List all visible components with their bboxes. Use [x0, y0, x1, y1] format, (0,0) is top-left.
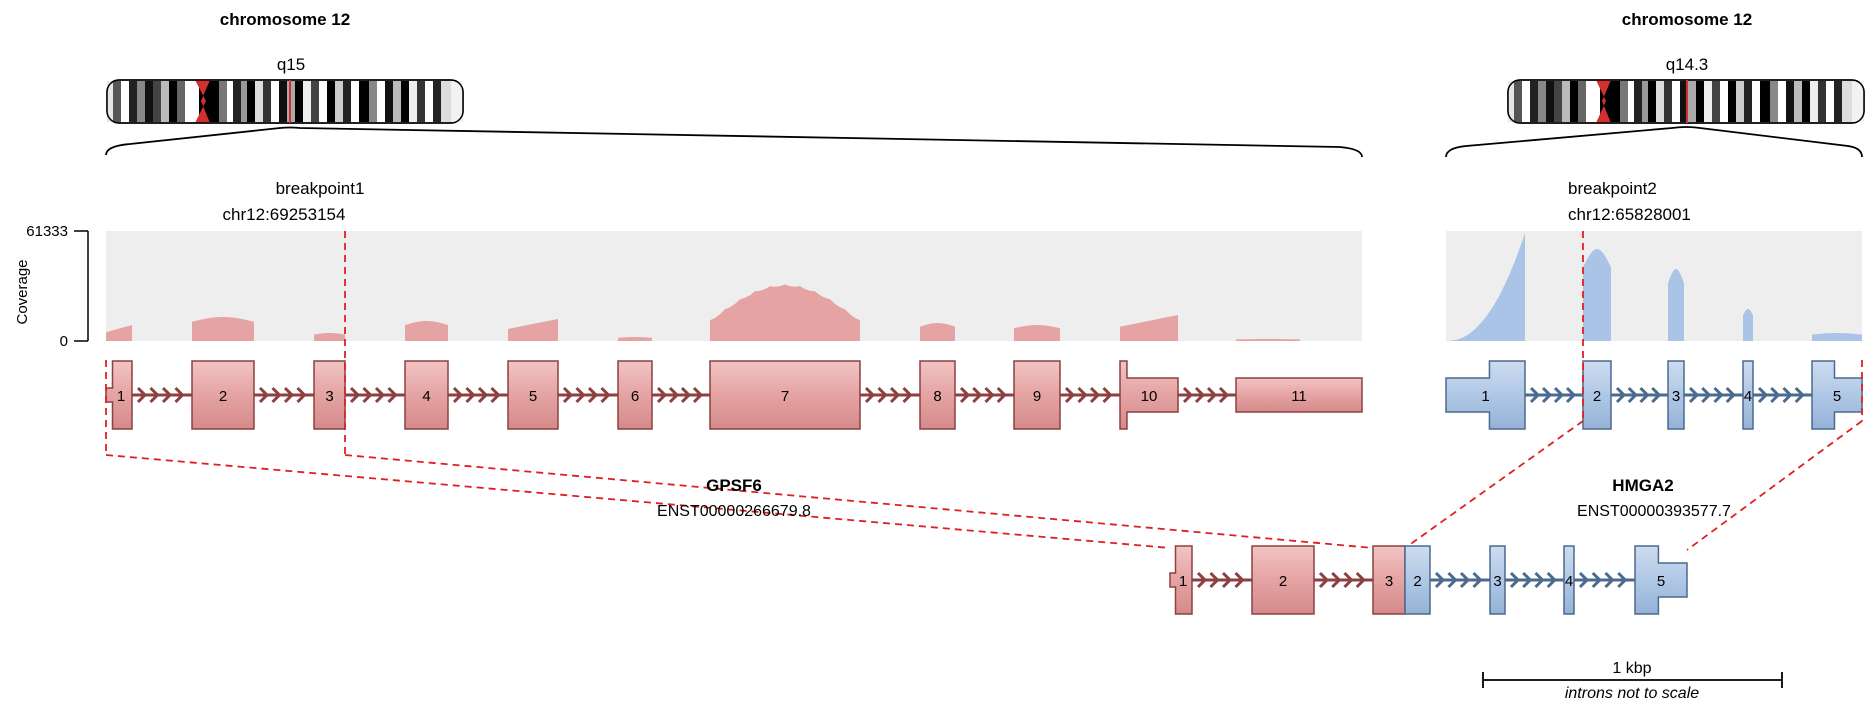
exon-number-label: 3 [1672, 388, 1680, 405]
breakpoint-lines [105, 231, 1863, 551]
exon: 10 [1119, 360, 1179, 430]
breakpoint1-position: chr12:69253154 [223, 205, 346, 224]
exon-number-label: 2 [1413, 573, 1421, 590]
exon: 4 [1742, 360, 1754, 430]
exon-number-label: 8 [933, 388, 941, 405]
exon-number-label: 5 [1833, 388, 1841, 405]
exon: 6 [617, 360, 653, 430]
exon: 5 [1811, 360, 1863, 430]
exon-number-label: 6 [631, 388, 639, 405]
exon: 5 [507, 360, 559, 430]
fusion-exon: 3 [1372, 545, 1406, 615]
exon-number-label: 3 [1493, 573, 1501, 590]
exon-number-label: 2 [1593, 388, 1601, 405]
exon: 8 [919, 360, 956, 430]
fusion-exon: 2 [1251, 545, 1315, 615]
gene1-transcript-track: 1 2 3 4 5 6 7 8 9 10 11 [105, 360, 1363, 430]
coverage-max-label: 61333 [26, 223, 68, 240]
exon: 11 [1235, 377, 1363, 413]
gene1-transcript: ENST00000266679.8 [657, 503, 811, 520]
exon-number-label: 7 [781, 388, 789, 405]
exon: 1 [105, 360, 133, 430]
exon-number-label: 4 [422, 388, 430, 405]
exon-number-label: 10 [1141, 388, 1158, 405]
coverage-track-gene1 [106, 284, 1300, 341]
exon: 4 [404, 360, 449, 430]
coverage-axis: 61333 0 Coverage [14, 223, 89, 350]
exon-number-label: 1 [117, 388, 125, 405]
chromosome-right-ideogram [1507, 79, 1865, 124]
chromosome-right-zoom-bracket [1445, 126, 1863, 158]
gene2-name: HMGA2 [1612, 476, 1673, 495]
chromosome-left-title: chromosome 12 [220, 10, 350, 29]
exon-number-label: 4 [1744, 388, 1752, 405]
exon-number-label: 5 [1657, 573, 1665, 590]
exon: 3 [1667, 360, 1685, 430]
exon-number-label: 1 [1179, 573, 1187, 590]
exon: 1 [1445, 360, 1526, 430]
fusion-exon: 1 [1169, 545, 1193, 615]
exon-number-label: 4 [1565, 573, 1573, 590]
fusion-transcript-track: 1 2 3 2 3 4 5 [1169, 545, 1688, 615]
scale-bar-note: introns not to scale [1565, 685, 1699, 702]
coverage-axis-label: Coverage [14, 259, 31, 324]
scale-bar-label: 1 kbp [1612, 660, 1651, 677]
coverage-track-gene2 [1446, 233, 1862, 341]
fusion-exon: 2 [1404, 545, 1431, 615]
gene2-transcript: ENST00000393577.7 [1577, 503, 1731, 520]
exon-number-label: 9 [1033, 388, 1041, 405]
chromosome-left-ideogram [106, 79, 464, 124]
breakpoint1-label: breakpoint1 [276, 179, 365, 198]
fusion-exon: 4 [1563, 545, 1575, 615]
chromosome-right-band: q14.3 [1666, 55, 1709, 74]
exon: 2 [1582, 360, 1612, 430]
chromosome-right-title: chromosome 12 [1622, 10, 1752, 29]
exon-number-label: 1 [1481, 388, 1489, 405]
exon: 7 [709, 360, 861, 430]
scale-bar: 1 kbp introns not to scale [1482, 660, 1783, 702]
fusion-exon: 5 [1634, 545, 1688, 615]
exon-number-label: 11 [1291, 388, 1307, 405]
breakpoint2-position: chr12:65828001 [1568, 205, 1691, 224]
exon: 3 [313, 360, 346, 430]
coverage-min-label: 0 [60, 333, 68, 350]
exon-number-label: 3 [1385, 573, 1393, 590]
exon: 2 [191, 360, 255, 430]
breakpoint2-label: breakpoint2 [1568, 179, 1657, 198]
exon-number-label: 3 [325, 388, 333, 405]
gene1-name: GPSF6 [706, 476, 762, 495]
fusion-exon: 3 [1489, 545, 1506, 615]
chromosome-left-band: q15 [277, 55, 305, 74]
exon-number-label: 5 [529, 388, 537, 405]
exon-number-label: 2 [219, 388, 227, 405]
exon: 9 [1013, 360, 1061, 430]
chromosome-left-zoom-bracket [105, 126, 1363, 158]
exon-number-label: 2 [1279, 573, 1287, 590]
gene2-transcript-track: 1 2 3 4 5 [1445, 360, 1863, 430]
